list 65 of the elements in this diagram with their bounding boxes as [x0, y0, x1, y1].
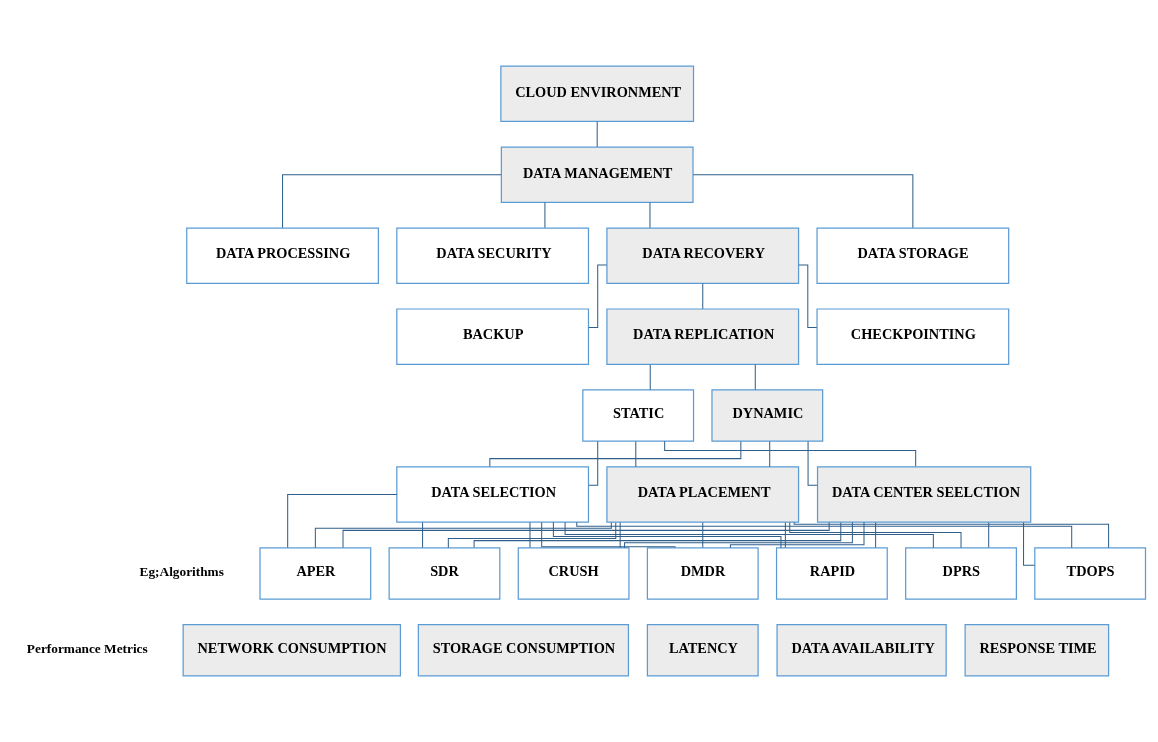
connector: [619, 522, 621, 549]
connector: [807, 441, 818, 486]
connector: [287, 494, 398, 549]
connector: [784, 522, 786, 549]
connector: [793, 521, 1110, 549]
connector: [576, 521, 1073, 549]
connector: [692, 174, 914, 229]
connector: [489, 441, 742, 468]
connector: [798, 264, 818, 328]
connector: [529, 522, 531, 549]
connector: [702, 522, 704, 549]
label: Eg;Algorithms: [139, 563, 224, 579]
connector: [754, 364, 756, 391]
connector: [282, 174, 502, 229]
node-box: BACKUP: [396, 308, 590, 365]
connector: [649, 202, 651, 229]
connector: [544, 202, 546, 229]
node-box: TDOPS: [1034, 547, 1147, 600]
connector: [314, 521, 612, 549]
node-box: CLOUD ENVIRONMENT: [500, 65, 695, 123]
connector: [649, 364, 651, 391]
label: Performance Metrics: [26, 640, 148, 656]
node-box: LATENCY: [646, 624, 759, 677]
node-box: DPRS: [905, 547, 1017, 600]
connector: [988, 522, 990, 549]
connector: [769, 440, 771, 468]
connector: [564, 521, 934, 549]
node-box: DATA PLACEMENT: [606, 466, 800, 523]
connector: [422, 522, 424, 549]
node-box: DATA SELECTION: [396, 466, 590, 523]
node-box: SDR: [388, 547, 501, 600]
node-box: DATA REPLICATION: [606, 308, 800, 365]
connector: [729, 521, 865, 549]
node-box: DATA CENTER SEELCTION: [816, 466, 1032, 523]
node-box: CRUSH: [517, 547, 630, 600]
node-box: DATA AVAILABILITY: [776, 624, 947, 677]
connector: [624, 521, 853, 549]
connector: [588, 264, 608, 328]
node-box: RAPID: [775, 547, 888, 600]
node-box: DMDR: [646, 547, 759, 600]
node-box: DATA PROCESSING: [186, 227, 379, 284]
connector: [447, 522, 617, 549]
connector: [473, 521, 842, 549]
connector: [875, 522, 877, 549]
node-box: DATA STORAGE: [816, 227, 1010, 284]
connector: [635, 440, 637, 468]
node-box: DATA SECURITY: [396, 227, 590, 284]
node-box: RESPONSE TIME: [964, 624, 1110, 677]
connector: [1023, 521, 1036, 566]
connector: [702, 283, 704, 310]
node-box: STATIC: [582, 389, 695, 442]
connector: [588, 441, 599, 486]
node-box: APER: [259, 547, 372, 600]
connector: [596, 121, 598, 148]
connector: [552, 521, 782, 549]
connector: [789, 521, 962, 549]
connector: [664, 440, 917, 467]
node-box: DYNAMIC: [711, 389, 824, 442]
connector: [541, 521, 676, 548]
node-box: DATA RECOVERY: [606, 227, 800, 284]
node-box: STORAGE CONSUMPTION: [417, 624, 630, 677]
node-box: NETWORK CONSUMPTION: [182, 624, 402, 677]
node-box: CHECKPOINTING: [816, 308, 1010, 365]
node-box: DATA MANAGEMENT: [500, 146, 694, 204]
connector: [342, 521, 830, 548]
